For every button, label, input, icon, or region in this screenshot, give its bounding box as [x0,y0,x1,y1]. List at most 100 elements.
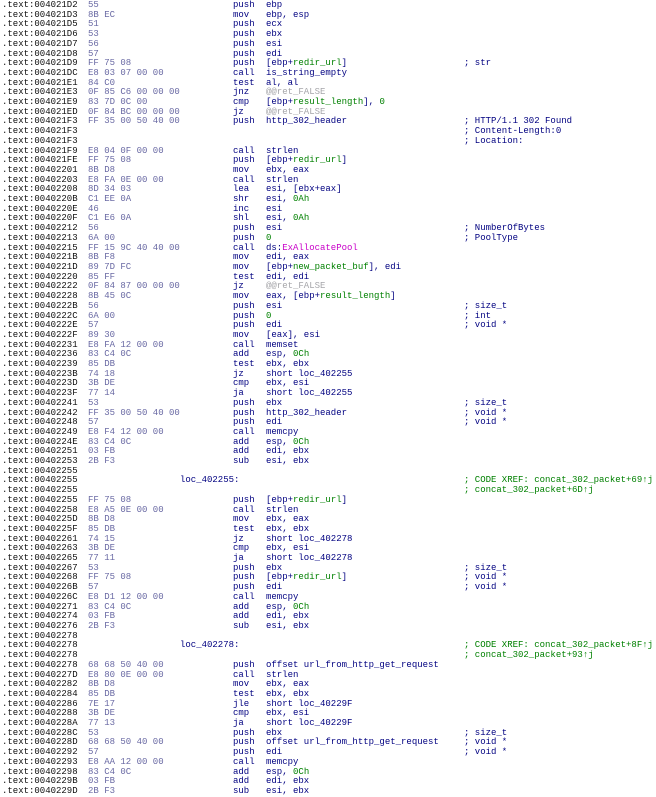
local-or-number[interactable]: 0Ch [293,601,310,612]
local-or-number[interactable]: redir_url [293,494,342,505]
local-or-number[interactable]: 0Ch [293,436,310,447]
dummy-name[interactable]: @@ret_FALSE [266,106,326,117]
code-label[interactable]: loc_402278: [180,640,240,651]
listing-line[interactable]: .text:00402255 [0,466,656,477]
local-or-number[interactable]: 0Ch [293,349,310,360]
dummy-name[interactable]: @@ret_FALSE [266,281,326,292]
code-label[interactable]: loc_402255: [180,475,240,486]
local-or-number[interactable]: 0Ah [293,194,310,205]
listing-line[interactable]: .text:00402278 [0,631,656,642]
local-or-number[interactable]: 0Ch [293,766,310,777]
local-or-number[interactable]: 0 [379,97,385,108]
local-or-number[interactable]: 0 [266,232,272,243]
local-or-number[interactable]: result_length [320,291,391,302]
local-or-number[interactable]: redir_url [293,58,342,69]
local-or-number[interactable]: redir_url [293,572,342,583]
listing-line[interactable]: .text:00402278; concat_302_packet+93↑j [0,650,656,661]
import-name[interactable]: ExAllocatePool [282,242,358,253]
local-or-number[interactable]: 0Ah [293,213,310,224]
local-or-number[interactable]: result_length [293,97,364,108]
local-or-number[interactable]: new_packet_buf [293,261,369,272]
listing-line[interactable]: .text:004021F3; Content-Length:0 [0,126,656,137]
dummy-name[interactable]: @@ret_FALSE [266,87,326,98]
listing-line[interactable]: .text:004021F3; Location: [0,136,656,147]
local-or-number[interactable]: 0 [266,310,272,321]
local-or-number[interactable]: redir_url [293,155,342,166]
listing-line[interactable]: .text:00402255; concat_302_packet+6D↑j [0,485,656,496]
